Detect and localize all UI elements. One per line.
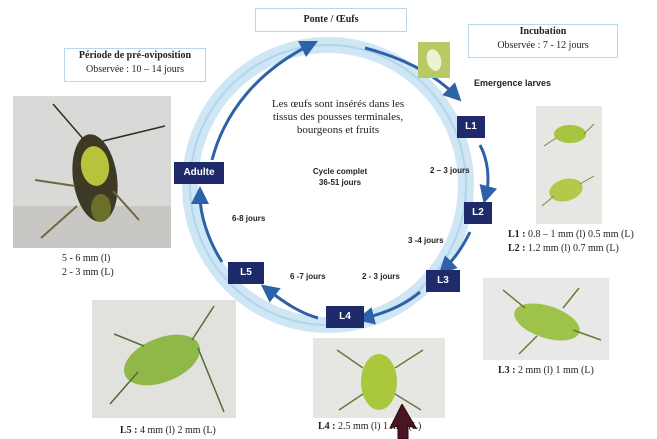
l2-caption-value: 1.2 mm (l) 0.7 mm (L): [526, 243, 619, 254]
preoviposition-box: Période de pré-oviposition Observée : 10…: [64, 48, 206, 82]
l4-caption-name: L4 :: [318, 421, 336, 432]
preoviposition-observed: Observée : 10 – 14 jours: [86, 64, 184, 75]
stage-l2: L2: [464, 202, 492, 224]
ponte-label: Ponte / Œufs: [256, 9, 406, 31]
adult-photo: [13, 96, 171, 248]
center-description: Les œufs sont insérés dans les tissus de…: [258, 98, 418, 137]
incubation-observed: Observée : 7 - 12 jours: [497, 40, 588, 51]
arrow-l1-to-l2: [480, 145, 488, 195]
l4-photo: [313, 338, 445, 418]
l2-caption-name: L2 :: [508, 243, 526, 254]
center-text-line2: tissus des pousses terminales,: [258, 111, 418, 124]
preoviposition-title: Période de pré-oviposition: [65, 49, 205, 63]
adult-caption-1: 5 - 6 mm (l): [62, 252, 110, 266]
l3-caption-value: 2 mm (l) 1 mm (L): [516, 365, 594, 376]
l1-caption: L1 : 0.8 – 1 mm (l) 0.5 mm (L): [508, 228, 634, 242]
center-text-line3: bourgeons et fruits: [258, 124, 418, 137]
stage-l5: L5: [228, 262, 264, 284]
l1-caption-name: L1 :: [508, 229, 526, 240]
duration-l3-l4: 2 - 3 jours: [362, 272, 400, 281]
duration-l5-adult: 6-8 jours: [232, 214, 265, 223]
stage-l1: L1: [457, 116, 485, 138]
center-text-line1: Les œufs sont insérés dans les: [258, 98, 418, 111]
l3-caption-name: L3 :: [498, 365, 516, 376]
l3-caption: L3 : 2 mm (l) 1 mm (L): [498, 364, 594, 378]
incubation-title: Incubation: [469, 25, 617, 39]
l5-caption: L5 : 4 mm (l) 2 mm (L): [120, 424, 216, 438]
l5-photo: [92, 300, 236, 418]
l1-l2-photo: [536, 106, 602, 224]
l1-caption-value: 0.8 – 1 mm (l) 0.5 mm (L): [526, 229, 634, 240]
duration-l4-l5: 6 -7 jours: [290, 272, 326, 281]
stage-l4: L4: [326, 306, 364, 328]
egg-photo: [418, 42, 450, 78]
stage-l3: L3: [426, 270, 460, 292]
l3-photo: [483, 278, 609, 360]
cycle-summary: Cycle complet 36-51 jours: [300, 166, 380, 188]
duration-l1-l2: 2 – 3 jours: [430, 166, 470, 175]
l2-caption: L2 : 1.2 mm (l) 0.7 mm (L): [508, 242, 619, 256]
adult-caption-2: 2 - 3 mm (L): [62, 266, 114, 280]
l5-caption-value: 4 mm (l) 2 mm (L): [138, 425, 216, 436]
emergence-label: Emergence larves: [474, 78, 551, 88]
cycle-days: 36-51 jours: [300, 177, 380, 188]
stage-adulte: Adulte: [174, 162, 224, 184]
l5-caption-name: L5 :: [120, 425, 138, 436]
cycle-title: Cycle complet: [300, 166, 380, 177]
duration-l2-l3: 3 -4 jours: [408, 236, 444, 245]
ponte-box: Ponte / Œufs: [255, 8, 407, 32]
incubation-box: Incubation Observée : 7 - 12 jours: [468, 24, 618, 58]
mouse-pointer-icon: [388, 404, 418, 439]
